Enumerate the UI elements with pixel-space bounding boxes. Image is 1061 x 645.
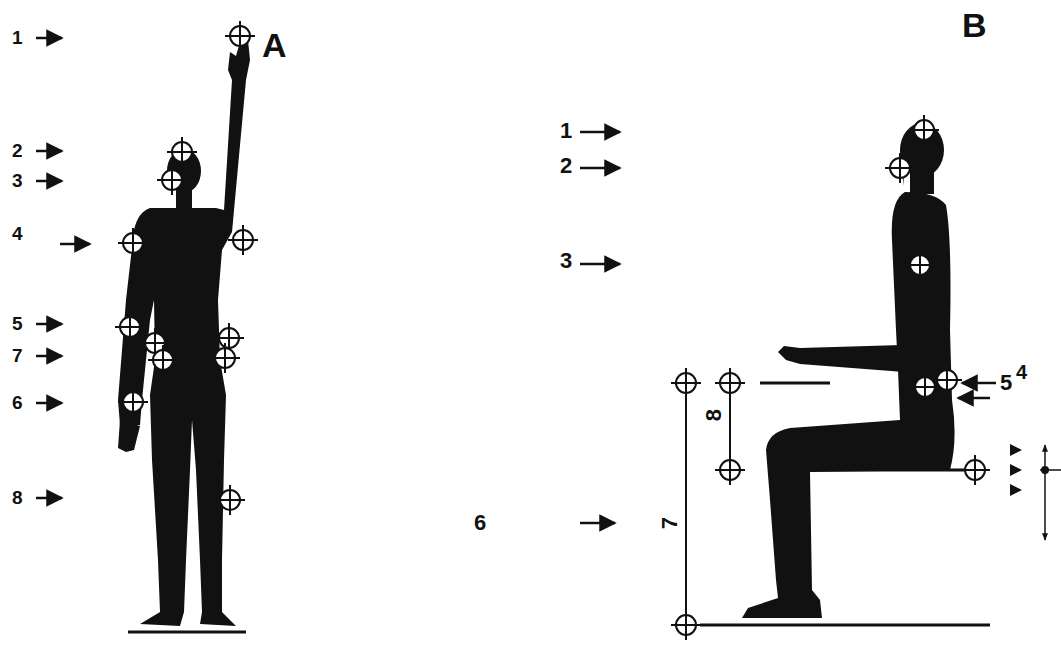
figure-letter: A [262,28,287,62]
crosshair [157,165,187,195]
crosshair [671,610,701,640]
callout-number: 7 [12,346,23,365]
callout-number: 4 [1016,362,1027,382]
callout-number: 2 [560,155,572,177]
crosshair [715,368,745,398]
crosshair [118,387,148,417]
standing-figure [118,40,250,626]
callout-number: 1 [560,120,572,142]
crosshair [905,250,935,280]
seat-adjust-marks [1010,444,1022,496]
crosshair [228,225,258,255]
callout-number: 8 [703,409,725,421]
crosshair [225,21,255,51]
level-arrows-b [580,132,996,523]
crosshair [671,368,701,398]
callout-number: 2 [12,141,23,160]
callout-number: 6 [12,393,23,412]
callout-number: 1 [12,28,23,47]
callout-number: 8 [12,488,23,507]
crosshair [885,153,915,183]
crosshair [960,455,990,485]
crosshair [932,365,962,395]
callout-number: 5 [1000,372,1012,394]
level-arrows-a [36,38,90,498]
crosshair [115,312,145,342]
callout-number: 4 [12,224,23,243]
crosshair [909,115,939,145]
callout-number: 3 [12,171,23,190]
callout-number: 3 [560,250,572,272]
crosshair [118,228,148,258]
callout-number: 6 [474,512,486,534]
callout-number: 5 [12,314,23,333]
reference-lines-b [686,383,1061,625]
crosshair [910,372,940,402]
figure-letter: B [962,8,987,42]
crosshair [148,345,178,375]
crosshair [210,343,240,373]
crosshair [715,455,745,485]
callout-number: 7 [659,517,681,529]
seated-figure [742,123,955,618]
crosshair [167,137,197,167]
measure-point [115,21,990,640]
crosshair [215,485,245,515]
